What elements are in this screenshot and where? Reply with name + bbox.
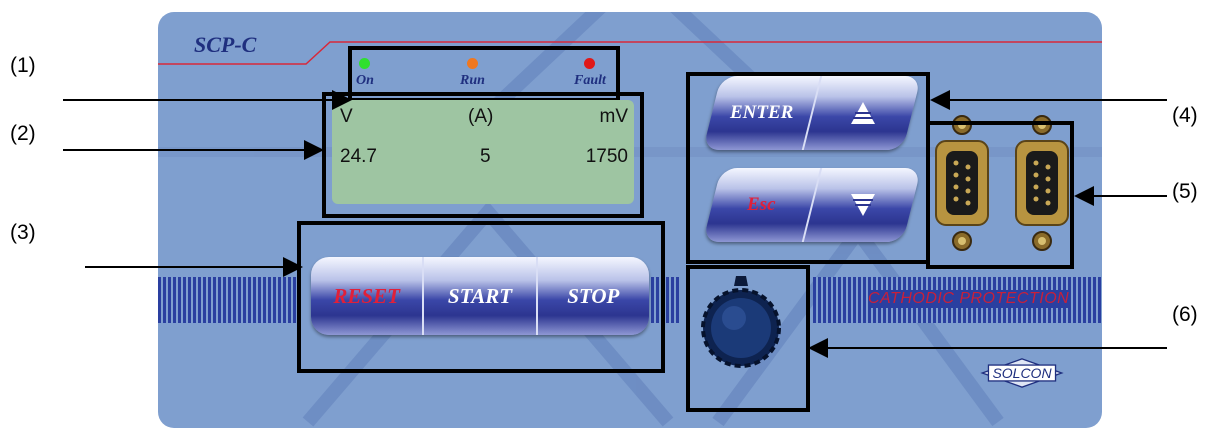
- callout-arrows: [0, 0, 1229, 428]
